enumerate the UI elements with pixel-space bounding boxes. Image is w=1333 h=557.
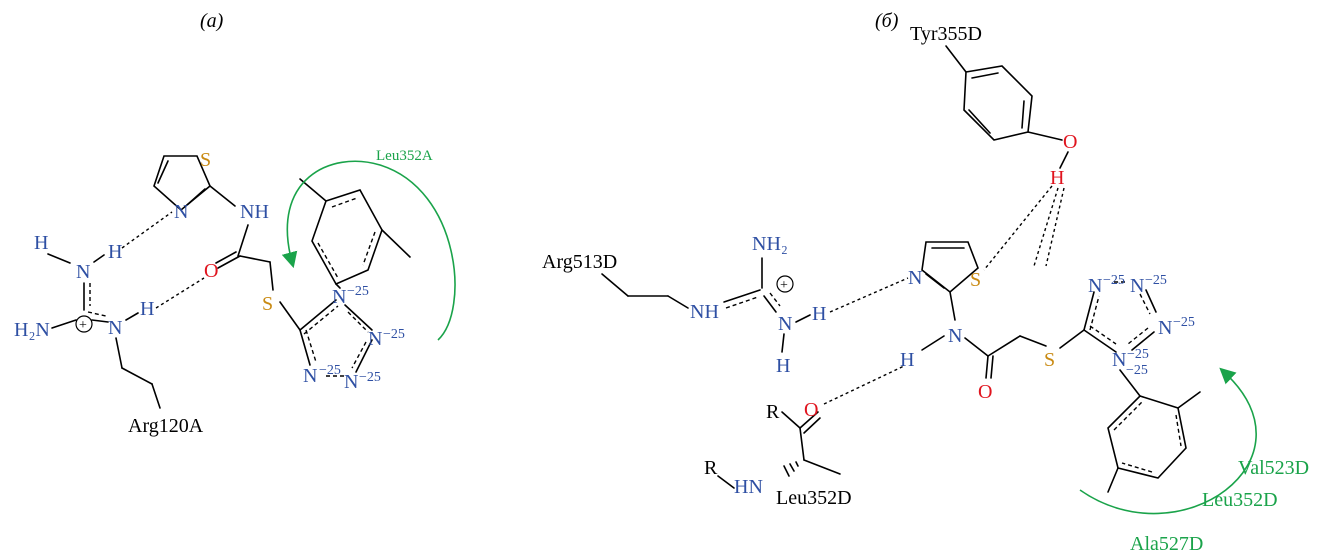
dimethylphenyl-ring-b <box>1107 391 1201 493</box>
plus-label: + <box>79 318 87 333</box>
h-atom-label: H <box>812 303 826 325</box>
panel-a-label: (a) <box>200 10 224 32</box>
hydrophobic-arc-a <box>281 160 456 341</box>
r-group-label: R <box>704 457 718 479</box>
hydrogen-bond <box>823 365 905 405</box>
plus-charge-icon <box>776 275 794 293</box>
tetrazole-n-label: N <box>1158 317 1172 339</box>
thiazole-ring-b <box>921 241 979 294</box>
tetrazole-ring-a <box>299 299 373 377</box>
tyrosine-phenyl-ring <box>963 65 1033 141</box>
guanidine-nh2-label: H₂N <box>14 319 50 341</box>
tetrazole-n2-label: N <box>368 328 382 350</box>
plus-charge-icon <box>75 315 93 333</box>
sulfur-atom-label: S <box>200 149 211 171</box>
sulfur-thioether-label: S <box>262 293 273 315</box>
thiazole-s-label: S <box>970 269 981 291</box>
hydrogen-bond <box>1033 187 1059 267</box>
leu352d-green-label: Leu352D <box>1202 489 1278 511</box>
charge-label: −25 <box>1173 315 1195 330</box>
tyr-oxygen-label: O <box>1063 131 1077 153</box>
hydrogen-bond <box>829 277 909 313</box>
dimethylphenyl-ring-a <box>299 178 411 286</box>
guanidine-n2-label: N <box>108 317 122 339</box>
leu-sidechain-bond <box>803 459 841 475</box>
charge-label: −25 <box>1127 347 1149 362</box>
leu352a-label: Leu352A <box>376 148 433 164</box>
tetrazole-n4-label: N <box>303 365 317 387</box>
arg-nh2-label: NH₂ <box>752 233 788 255</box>
arg-n-label: N <box>778 313 792 335</box>
thioether-s-label: S <box>1044 349 1055 371</box>
leu-o-label: O <box>804 399 818 421</box>
tetrazole-ring-b <box>1083 281 1157 353</box>
tyr355d-label: Tyr355D <box>910 23 982 45</box>
thiazole-ring-a <box>153 155 211 212</box>
arg120a-label: Arg120A <box>128 415 204 437</box>
arg513d-label: Arg513D <box>542 251 617 273</box>
val523d-label: Val523D <box>1238 457 1309 479</box>
charge-label: −25 <box>1145 273 1167 288</box>
amide-n-label: N <box>948 325 962 347</box>
tetrazole-n3-label: N <box>344 371 358 393</box>
amide-o-label: O <box>978 381 992 403</box>
tetrazole-n-label: N <box>1112 349 1126 371</box>
hydrogen-bond <box>155 277 205 309</box>
guanidine-n1-label: N <box>76 261 90 283</box>
amide-nh-label: NH <box>240 201 269 223</box>
h-atom-label: H <box>776 355 790 377</box>
r-group-label: R <box>766 401 780 423</box>
hydrophobic-arc-b <box>1079 367 1257 515</box>
amide-h-label: H <box>900 349 914 371</box>
h-atom-label: H <box>108 241 122 263</box>
charge-label: −25 <box>347 284 369 299</box>
h-atom-label: H <box>140 298 154 320</box>
hydrogen-bond <box>983 185 1053 271</box>
panel-b-label: (б) <box>875 10 899 32</box>
tetrazole-n-label: N <box>1130 275 1144 297</box>
tyr-hydrogen-label: H <box>1050 167 1064 189</box>
tetrazole-n-label: N <box>1088 275 1102 297</box>
hydrogen-bond <box>1045 187 1065 267</box>
thiazole-n-label: N <box>908 267 922 289</box>
h-atom-label: H <box>34 232 48 254</box>
oxygen-atom-label: O <box>204 260 218 282</box>
plus-label: + <box>780 278 788 293</box>
nitrogen-atom-label: N <box>174 201 188 223</box>
charge-label: −25 <box>319 363 341 378</box>
tetrazole-n1-label: N <box>332 286 346 308</box>
leu-hn-label: HN <box>734 476 763 498</box>
charge-label: −25 <box>1126 363 1148 378</box>
hashed-wedge-bond <box>783 461 799 477</box>
arg-nh-label: NH <box>690 301 719 323</box>
ala527d-label: Ala527D <box>1130 533 1203 555</box>
charge-label: −25 <box>1103 273 1125 288</box>
charge-label: −25 <box>359 370 381 385</box>
hydrogen-bond <box>121 211 173 249</box>
charge-label: −25 <box>383 327 405 342</box>
leu352d-label: Leu352D <box>776 487 852 509</box>
